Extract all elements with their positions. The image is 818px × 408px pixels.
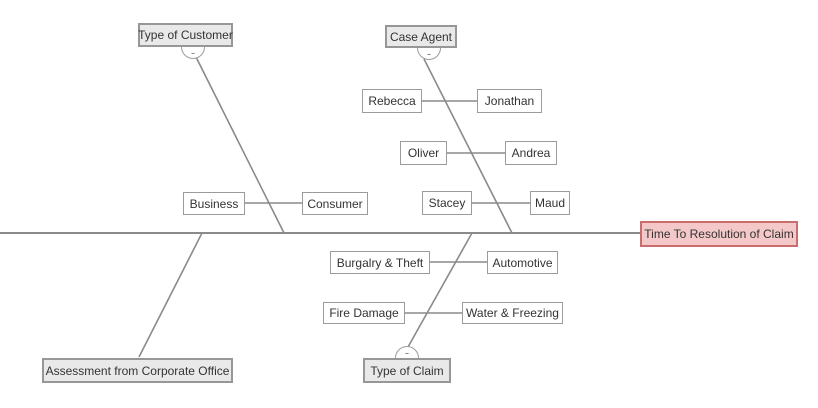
cause-node-business[interactable]: Business — [183, 192, 245, 215]
cause-node-jonathan[interactable]: Jonathan — [477, 89, 542, 113]
cause-node-fire-damage[interactable]: Fire Damage — [323, 302, 405, 324]
cause-node-water-freezing[interactable]: Water & Freezing — [462, 302, 563, 324]
cause-node-automotive[interactable]: Automotive — [487, 251, 558, 274]
category-node-type-of-claim[interactable]: Type of Claim — [363, 358, 451, 383]
minus-icon: - — [426, 46, 432, 61]
cause-node-rebecca[interactable]: Rebecca — [362, 89, 422, 113]
branch-line-case-agent — [423, 58, 513, 234]
category-node-case-agent[interactable]: Case Agent — [385, 25, 457, 48]
minus-icon: - — [404, 345, 410, 360]
cause-node-andrea[interactable]: Andrea — [505, 141, 557, 165]
minus-icon: - — [190, 45, 196, 60]
cause-node-burglary-theft[interactable]: Burgalry & Theft — [330, 251, 430, 274]
category-node-assessment-from-corporate-office[interactable]: Assessment from Corporate Office — [42, 358, 233, 383]
category-node-type-of-customer[interactable]: Type of Customer — [138, 23, 233, 47]
branch-line-assessment-from-corporate-office — [138, 232, 203, 358]
cause-node-oliver[interactable]: Oliver — [400, 141, 447, 165]
cause-node-maud[interactable]: Maud — [530, 191, 570, 215]
cause-node-consumer[interactable]: Consumer — [302, 192, 368, 215]
branch-line-type-of-claim — [407, 232, 473, 348]
effect-node-time-to-resolution[interactable]: Time To Resolution of Claim — [640, 221, 798, 247]
cause-node-stacey[interactable]: Stacey — [422, 191, 472, 215]
